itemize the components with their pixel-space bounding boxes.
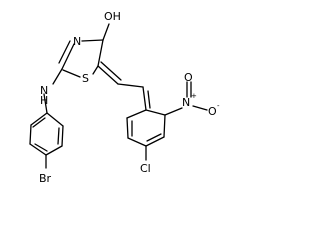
bond-np1-double bbox=[147, 90, 151, 109]
bond-c4-n3 bbox=[81, 39, 104, 42]
bond-np2 bbox=[126, 109, 147, 119]
bond-np7 bbox=[145, 109, 166, 116]
bond-np6 bbox=[163, 114, 166, 138]
bond-bp3 bbox=[29, 143, 47, 156]
bond-c2-s1 bbox=[62, 69, 81, 78]
atom-label-nitro-o-right: O bbox=[208, 105, 217, 118]
atom-label-amide-n: N bbox=[73, 35, 81, 48]
atom-label-layer: OH N S N H Br Cl N + O O - bbox=[39, 10, 220, 185]
bond-np5-double bbox=[146, 133, 162, 142]
bond-np5 bbox=[145, 136, 165, 147]
bond-bp5-double bbox=[57, 127, 60, 145]
molecule-structure: OH N S N H Br Cl N + O O - bbox=[29, 10, 220, 185]
bond-n3-c2-double bbox=[58, 40, 71, 64]
bond-bp1-double bbox=[32, 117, 46, 128]
bond-bp3-double bbox=[34, 143, 48, 152]
bond-ch-aryl bbox=[117, 83, 144, 88]
atom-label-hydroxyl: OH bbox=[104, 10, 121, 23]
atom-charge-nitro-n: + bbox=[191, 92, 197, 100]
bond-bp2 bbox=[29, 124, 32, 145]
atom-label-amine-h: H bbox=[40, 94, 48, 107]
bond-bp6 bbox=[46, 112, 64, 127]
bond-nimine-aryl bbox=[43, 93, 48, 114]
bond-c2-nimine bbox=[52, 68, 63, 85]
bond-bp1 bbox=[30, 112, 48, 126]
bond-bp5 bbox=[61, 125, 64, 147]
molecule-canvas: OH N S N H Br Cl N + O O - bbox=[29, 10, 220, 185]
bond-n3-c2 bbox=[61, 43, 75, 70]
atom-label-nitro-o-top: O bbox=[184, 71, 193, 84]
atom-label-sulfur: S bbox=[82, 72, 89, 85]
bond-bp4 bbox=[45, 145, 63, 156]
atom-label-chlorine: Cl bbox=[140, 162, 151, 175]
bond-c4-c5 bbox=[97, 39, 104, 67]
bond-c5-ch bbox=[97, 65, 119, 85]
bond-np-nitro bbox=[164, 107, 183, 116]
bond-np1 bbox=[142, 86, 147, 111]
bond-c5-ch-double bbox=[100, 61, 122, 81]
atom-label-bromine: Br bbox=[39, 172, 52, 185]
atom-charge-nitro-o: - bbox=[217, 102, 220, 110]
bond-c4-oh bbox=[102, 23, 110, 41]
bond-layer bbox=[29, 23, 208, 169]
bond-np4 bbox=[127, 137, 147, 147]
atom-label-nitro-n: N bbox=[182, 96, 190, 109]
atom-label-imine-n: N bbox=[40, 84, 48, 97]
bond-np3 bbox=[126, 117, 129, 139]
bond-s1-c5 bbox=[92, 65, 99, 75]
bond-nitro-o-right bbox=[192, 105, 208, 111]
